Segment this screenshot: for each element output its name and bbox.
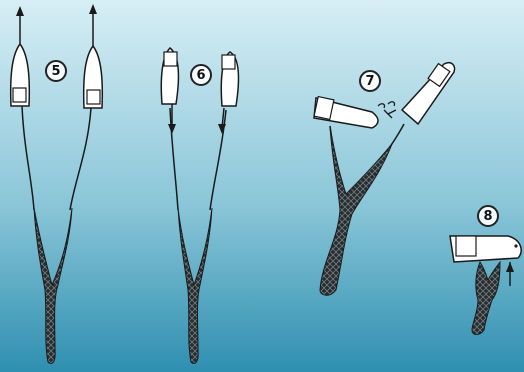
step-5-label: 5: [45, 60, 67, 82]
step-6-label: 6: [190, 64, 212, 86]
step-7-label: 7: [359, 70, 381, 92]
step-8-label: 8: [477, 205, 499, 227]
